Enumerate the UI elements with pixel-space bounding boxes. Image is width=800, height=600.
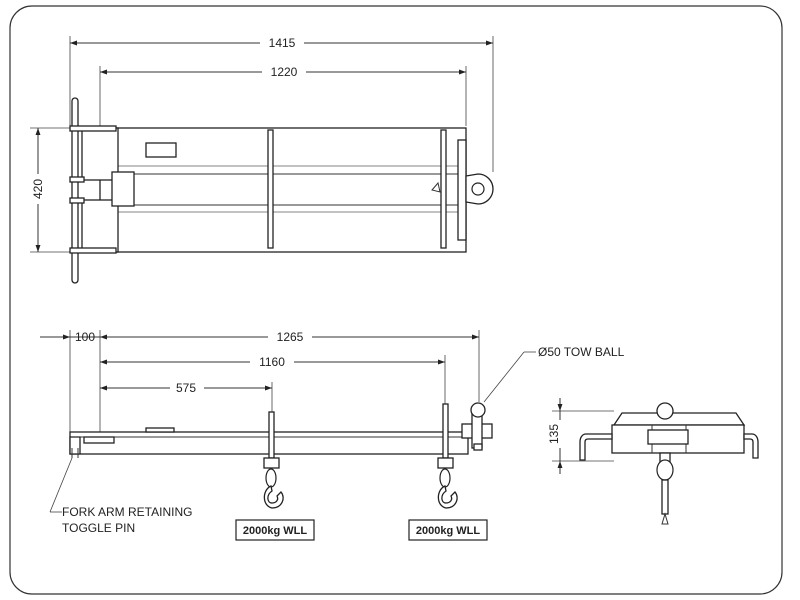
dim-hook1-distance: 575 [176, 381, 196, 395]
hook1-wll-label: 2000kg WLL [243, 525, 307, 537]
end-view: 135 [547, 398, 759, 525]
elevation-view: 100 1265 1160 575 [40, 330, 625, 541]
toggle-pin-label-line1: FORK ARM RETAINING [62, 505, 192, 519]
hook-icon [263, 411, 284, 509]
hook2-wll-box [408, 519, 488, 541]
hook-icon [437, 403, 458, 509]
tow-ball-icon [461, 402, 493, 451]
dim-width: 420 [31, 179, 45, 199]
hook1-wll-box [235, 519, 315, 541]
plan-view: 1415 1220 420 [30, 36, 494, 284]
dim-overall-length: 1415 [269, 36, 296, 50]
dim-hook2-distance: 1160 [259, 355, 285, 369]
tow-ball-label: Ø50 TOW BALL [538, 345, 625, 359]
hook2-wll-label: 2000kg WLL [416, 525, 480, 537]
drawing-frame [9, 5, 783, 595]
dim-height: 135 [547, 424, 561, 444]
dim-beam-length: 1220 [271, 65, 298, 79]
toggle-pin-icon [69, 97, 117, 284]
dim-ball-distance: 1265 [277, 330, 304, 344]
dim-offset: 100 [75, 330, 95, 344]
toggle-pin-label-line2: TOGGLE PIN [62, 521, 135, 535]
toggle-pin-icon [69, 436, 115, 458]
